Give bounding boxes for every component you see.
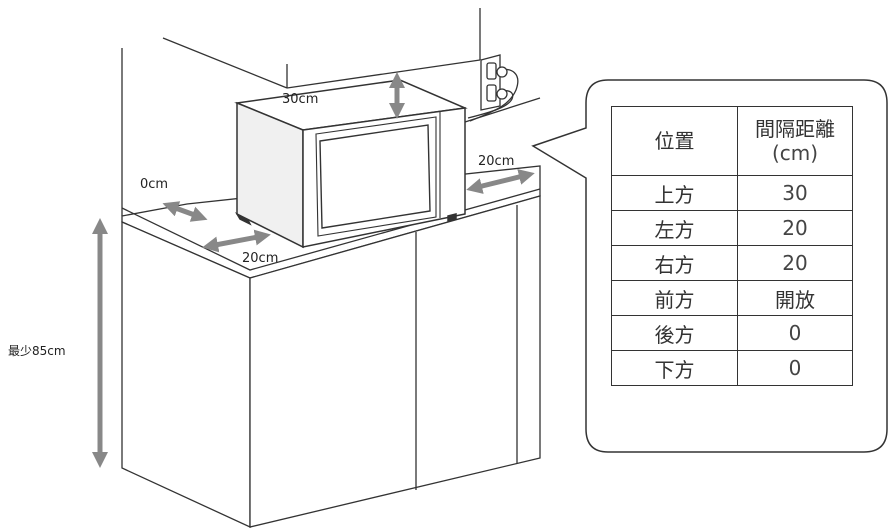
row-distance: 0 (737, 350, 853, 386)
table-row: 右方 20 (611, 245, 853, 281)
right-clearance-label: 20cm (478, 154, 514, 169)
header-position: 位置 (611, 106, 738, 176)
left-clearance-label: 0cm (140, 177, 168, 192)
row-position: 前方 (611, 280, 738, 316)
min-height-label: 最少85cm (8, 344, 66, 358)
header-distance-unit: (cm) (771, 141, 819, 165)
row-distance: 開放 (737, 280, 853, 316)
table-row: 上方 30 (611, 175, 853, 211)
front-clearance-label: 20cm (242, 251, 278, 266)
table-row: 下方 0 (611, 350, 853, 386)
cabinet (121, 195, 541, 529)
top-clearance-label: 30cm (282, 92, 318, 107)
right-clearance-arrow (466, 169, 535, 194)
row-distance: 0 (737, 315, 853, 351)
row-distance: 20 (737, 245, 853, 281)
clearance-table: 位置 間隔距離 (cm) 上方 30 左方 20 右方 20 前方 開放 後方 … (611, 106, 853, 386)
left-clearance-arrow (162, 201, 208, 222)
table-row: 後方 0 (611, 315, 853, 351)
table-row: 左方 20 (611, 210, 853, 246)
row-distance: 30 (737, 175, 853, 211)
row-position: 上方 (611, 175, 738, 211)
header-distance: 間隔距離 (cm) (737, 106, 853, 176)
row-position: 左方 (611, 210, 738, 246)
row-position: 下方 (611, 350, 738, 386)
header-distance-line1: 間隔距離 (755, 117, 835, 141)
row-position: 後方 (611, 315, 738, 351)
table-header-row: 位置 間隔距離 (cm) (611, 106, 853, 176)
row-position: 右方 (611, 245, 738, 281)
microwave-oven (234, 79, 468, 249)
table-row: 前方 開放 (611, 280, 853, 316)
wall-outlet-icon (467, 54, 519, 122)
dimension-arrows (91, 71, 535, 469)
row-distance: 20 (737, 210, 853, 246)
front-clearance-arrow (202, 229, 271, 253)
